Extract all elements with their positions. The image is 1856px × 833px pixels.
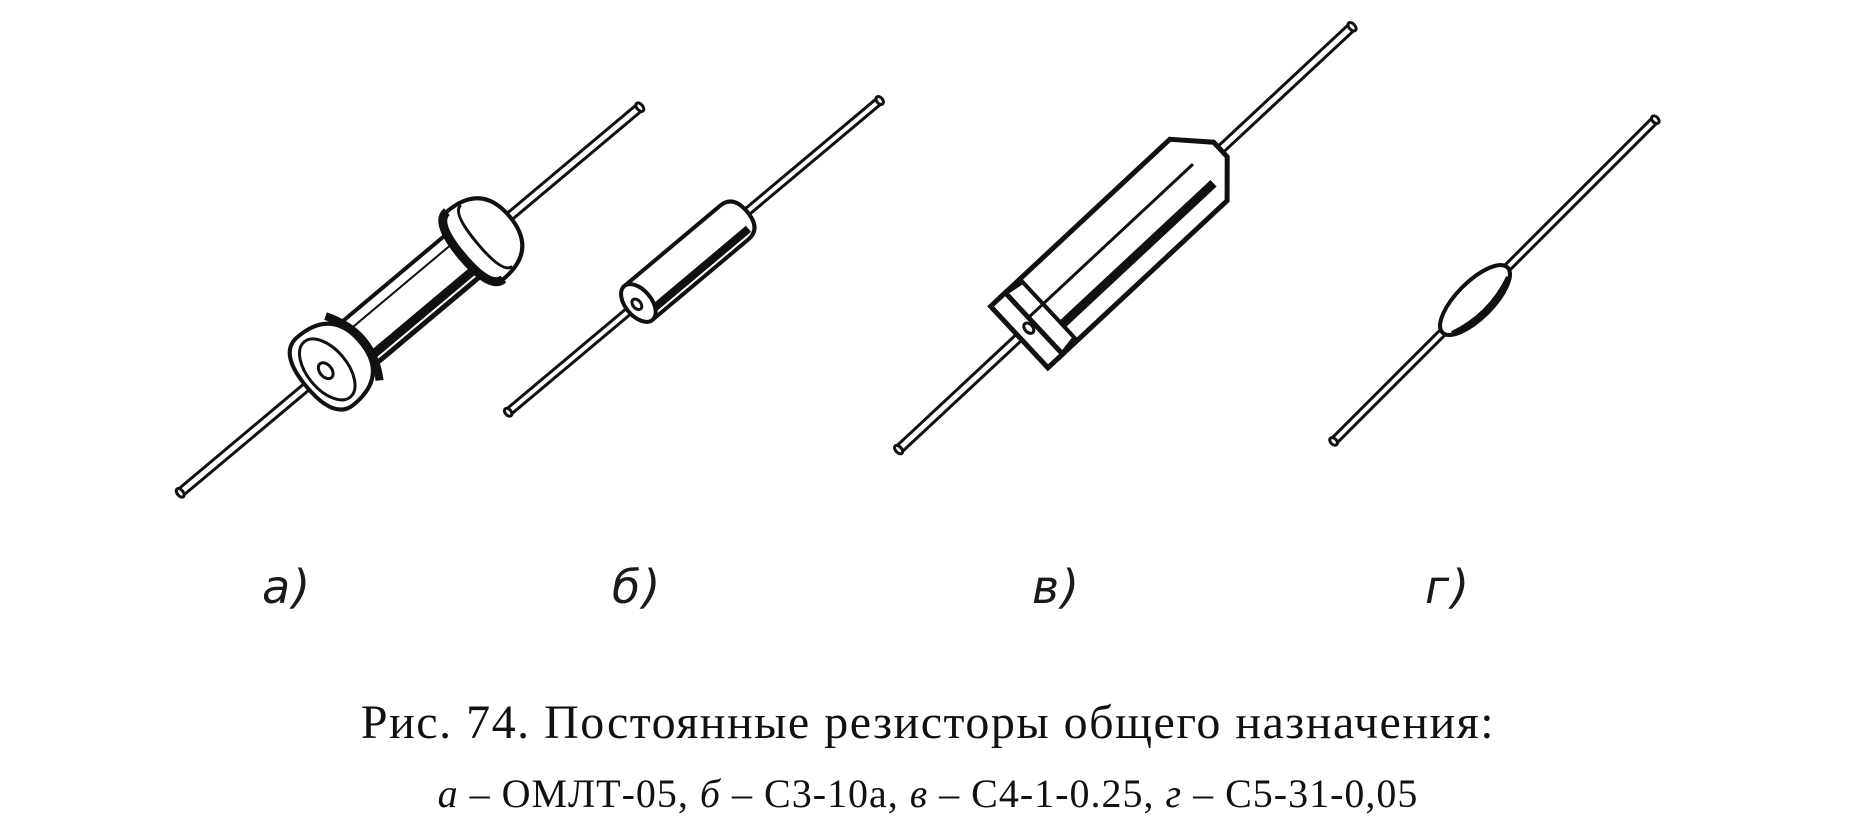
legend-text-b: – С3-10а, [721, 771, 910, 816]
panel-label-b: б) [612, 560, 663, 614]
resistor-s4-lead-right [1202, 21, 1358, 168]
resistor-omlt-cap-right [438, 196, 525, 287]
figure-caption-legend: а – ОМЛТ-05, б – С3-10а, в – С4-1-0.25, … [0, 770, 1856, 817]
panel-label-g: г) [1425, 560, 1472, 614]
resistor-s5-lead-left [1328, 324, 1451, 447]
resistor-s5-body [1438, 263, 1512, 337]
legend-text-a: – ОМЛТ-05, [458, 771, 700, 816]
legend-text-v: – С4-1-0.25, [928, 771, 1166, 816]
resistor-s5-lead-right [1499, 114, 1661, 276]
panel-label-v: в) [1032, 560, 1082, 614]
resistor-s4 [893, 21, 1358, 456]
resistor-s3-body [619, 199, 757, 324]
figure-caption-title: Рис. 74. Постоянные резисторы общего наз… [360, 696, 1496, 749]
legend-text-g: – С5-31-0,05 [1182, 771, 1419, 816]
legend-letter-v: в [909, 771, 929, 816]
resistor-s3 [502, 95, 885, 418]
resistor-omlt-cap-left [287, 312, 384, 412]
resistor-omlt [174, 101, 646, 499]
resistor-s5 [1328, 114, 1661, 447]
resistor-s3-lead-right [734, 95, 885, 224]
resistor-s3-lead-left [502, 289, 654, 418]
legend-letter-a: а [437, 771, 459, 816]
legend-letter-b: б [699, 771, 722, 816]
resistor-s4-body [987, 136, 1230, 372]
legend-letter-g: г [1165, 771, 1183, 816]
panel-label-a: а) [262, 560, 313, 614]
